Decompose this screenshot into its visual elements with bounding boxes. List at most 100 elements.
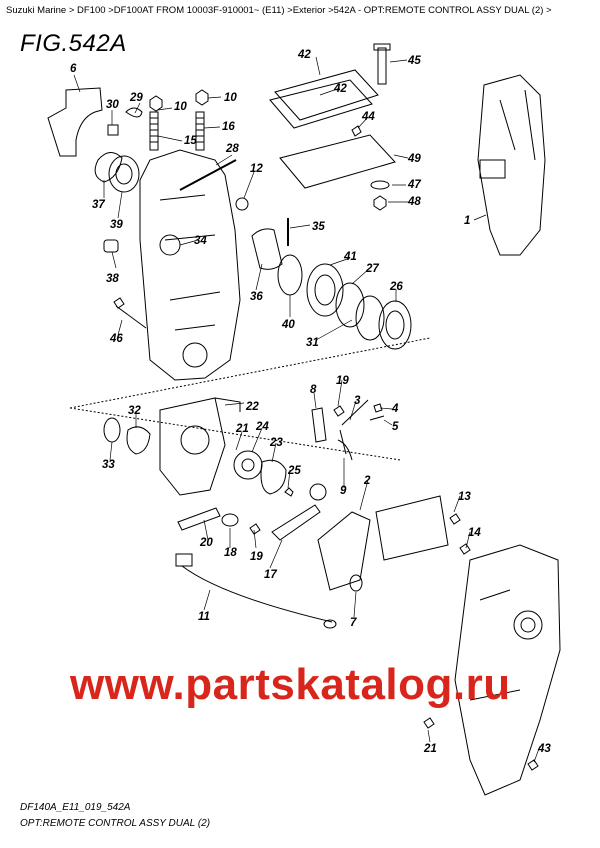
remote-control-assy-part-1 — [477, 74, 546, 256]
part-label-23: 23 — [269, 437, 283, 449]
cap-part-38 — [103, 239, 119, 253]
bracket-part-32 — [126, 426, 151, 455]
breadcrumb: Suzuki Marine > DF100 >DF100AT FROM 1000… — [6, 5, 552, 16]
part-label-1: 1 — [464, 215, 470, 227]
bolt-part-45 — [373, 43, 391, 85]
cap-part-26 — [378, 300, 412, 350]
part-label-7: 7 — [350, 617, 357, 629]
part-label-12: 12 — [250, 163, 263, 175]
pin-part-28 — [179, 159, 237, 191]
stud-part-15 — [149, 111, 159, 151]
part-label-19b: 19 — [336, 375, 349, 387]
part-label-41: 41 — [343, 251, 357, 263]
screw-part-46 — [113, 297, 147, 329]
part-label-15: 15 — [184, 135, 197, 147]
spring-part-36 — [251, 228, 283, 270]
part-label-40: 40 — [281, 319, 295, 331]
nut-part-10a — [149, 95, 163, 112]
gasket-part-49 — [279, 134, 396, 189]
part-label-47: 47 — [407, 179, 421, 191]
bracket-part-2 — [317, 511, 371, 591]
grommet-part-39 — [108, 155, 140, 193]
nut-part-48 — [373, 195, 387, 211]
part-label-18: 18 — [224, 547, 237, 559]
stud-part-16 — [195, 111, 205, 151]
part-label-30: 30 — [106, 99, 119, 111]
ball-part-12 — [235, 197, 249, 211]
part-label-9: 9 — [340, 485, 347, 497]
washer-part-40 — [277, 254, 303, 296]
screw-part-25 — [284, 487, 294, 497]
part-label-42b: 42 — [333, 83, 347, 95]
ring-part-27 — [335, 282, 365, 328]
bracket-part-6 — [47, 87, 103, 157]
part-label-31: 31 — [306, 337, 319, 349]
screw-part-21b — [423, 717, 435, 729]
part-label-48: 48 — [407, 196, 421, 208]
part-label-2: 2 — [363, 475, 371, 487]
washer-part-47 — [370, 180, 390, 190]
part-label-14: 14 — [468, 527, 481, 539]
link-part-17 — [271, 504, 321, 541]
part-number-labels: 6 30 29 10 10 15 16 37 39 28 12 34 38 46… — [70, 49, 551, 755]
part-label-32: 32 — [128, 405, 141, 417]
washer-part-4 — [373, 403, 383, 413]
bolt-part-30 — [107, 124, 119, 136]
screw-part-44 — [351, 125, 362, 137]
part-label-39: 39 — [110, 219, 123, 231]
part-label-37: 37 — [92, 199, 105, 211]
part-label-25: 25 — [287, 465, 301, 477]
part-label-29: 29 — [129, 92, 143, 104]
part-label-22: 22 — [245, 401, 259, 413]
part-label-27: 27 — [365, 263, 379, 275]
housing-part-22 — [159, 397, 226, 496]
ring-part-31 — [355, 295, 385, 341]
part-label-49: 49 — [407, 153, 421, 165]
plate-assy — [375, 495, 449, 561]
control-housing-right — [454, 544, 561, 796]
assembly-frame — [69, 337, 431, 461]
plate-part-23 — [260, 459, 287, 495]
cover-part-42b — [269, 79, 373, 129]
screw-part-19a — [249, 523, 261, 535]
gear-part-41 — [306, 263, 344, 317]
screw-part-19b — [333, 405, 345, 417]
part-label-45: 45 — [407, 55, 421, 67]
nut-part-10b — [195, 89, 209, 106]
part-label-20: 20 — [199, 537, 213, 549]
screw-part-14 — [459, 543, 471, 555]
ring-part-33 — [103, 417, 121, 443]
part-label-10a: 10 — [174, 101, 187, 113]
disk-part-24 — [233, 450, 263, 480]
part-label-16: 16 — [222, 121, 235, 133]
part-label-21a: 21 — [235, 423, 249, 435]
part-label-4: 4 — [391, 403, 399, 415]
part-label-26: 26 — [389, 281, 403, 293]
part-label-5: 5 — [392, 421, 399, 433]
screw-part-43 — [527, 759, 539, 771]
part-label-10b: 10 — [224, 92, 237, 104]
part-label-36: 36 — [250, 291, 263, 303]
part-label-24: 24 — [255, 421, 269, 433]
clip-part-7 — [349, 574, 363, 592]
part-label-38: 38 — [106, 273, 119, 285]
part-label-13: 13 — [458, 491, 471, 503]
part-label-6: 6 — [70, 63, 77, 75]
part-label-3: 3 — [354, 395, 361, 407]
part-label-19a: 19 — [250, 551, 263, 563]
part-label-43: 43 — [537, 743, 551, 755]
watermark: www.partskatalog.ru — [70, 660, 511, 709]
part-label-42a: 42 — [297, 49, 311, 61]
washer-part-18 — [221, 513, 239, 527]
arm-part-8 — [311, 407, 327, 443]
washer-part-29 — [125, 107, 143, 118]
figure-title: FIG.542A — [20, 30, 127, 57]
part-label-8: 8 — [310, 384, 317, 396]
lever-part-20 — [177, 507, 221, 531]
lever-part-9 — [337, 439, 353, 461]
part-label-21b: 21 — [423, 743, 437, 755]
part-label-46: 46 — [109, 333, 123, 345]
control-housing-left — [139, 149, 241, 381]
screw-part-13 — [449, 513, 461, 525]
